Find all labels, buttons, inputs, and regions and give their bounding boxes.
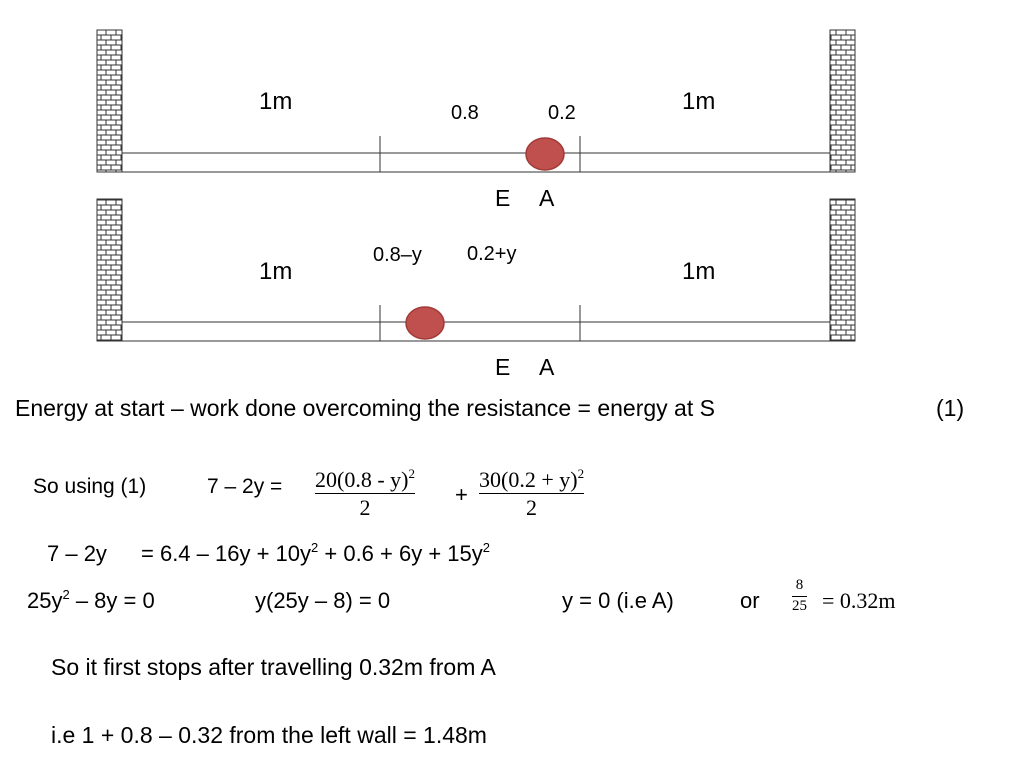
fraction-first-bar	[315, 493, 415, 495]
diagram-1	[96, 29, 856, 173]
quadratic-equation: 25y2 – 8y = 0	[27, 587, 155, 613]
expanded-lhs: 7 – 2y	[47, 541, 107, 566]
expanded-rhs-part-1: = 6.4 – 16y + 10y	[141, 541, 312, 566]
lhs-expression: 7 – 2y =	[207, 475, 283, 498]
fraction-second-denominator: 2	[526, 495, 538, 521]
fraction-second-term: 30(0.2 + y)2 2	[479, 466, 585, 521]
fraction-root: 8 25	[792, 577, 807, 615]
so-using-text: So using (1)	[33, 475, 147, 498]
fraction-root-bar	[792, 595, 807, 597]
diagram-2	[96, 198, 856, 342]
plus-sign: +	[455, 482, 468, 507]
quadratic-part-2: – 8y = 0	[69, 588, 155, 613]
right-length-label-1: 1m	[682, 88, 716, 115]
fraction-root-numerator: 8	[795, 577, 804, 593]
segment-right-label-2: 0.2+y	[467, 243, 517, 265]
energy-equation-text: Energy at start – work done overcoming t…	[15, 395, 715, 421]
point-a-label-1: A	[539, 185, 555, 211]
particle-1	[525, 137, 565, 171]
right-wall-2	[829, 198, 856, 342]
segment-left-label-2: 0.8–y	[373, 244, 422, 266]
left-length-label-2: 1m	[259, 258, 293, 285]
left-length-label-1: 1m	[259, 88, 293, 115]
equation-number-tag: (1)	[936, 395, 965, 421]
factorised-equation: y(25y – 8) = 0	[255, 588, 391, 613]
right-length-label-2: 1m	[682, 258, 716, 285]
or-word: or	[740, 588, 760, 613]
expanded-rhs-part-2: + 0.6 + 6y + 15y	[318, 541, 483, 566]
fraction-root-denominator: 25	[792, 597, 807, 614]
point-e-label-2: E	[495, 354, 511, 380]
conclusion-first-stop: So it first stops after travelling 0.32m…	[51, 654, 496, 680]
fraction-second-numerator: 30(0.2 + y)	[479, 467, 578, 492]
expanded-rhs: = 6.4 – 16y + 10y2 + 0.6 + 6y + 15y2	[141, 540, 491, 566]
root-zero: y = 0 (i.e A)	[562, 588, 674, 613]
particle-2	[405, 306, 445, 340]
fraction-first-numerator: 20(0.8 - y)	[315, 467, 409, 492]
conclusion-distance: i.e 1 + 0.8 – 0.32 from the left wall = …	[51, 722, 487, 748]
fraction-first-denominator: 2	[359, 495, 371, 521]
fraction-second-bar	[479, 493, 585, 495]
segment-right-label-1: 0.2	[548, 102, 576, 124]
point-e-label-1: E	[495, 185, 511, 211]
root-value: = 0.32m	[822, 588, 896, 613]
left-wall-2	[96, 198, 123, 342]
right-wall-1	[829, 29, 856, 173]
segment-left-label-1: 0.8	[451, 102, 479, 124]
point-a-label-2: A	[539, 354, 555, 380]
left-wall-1	[96, 29, 123, 173]
quadratic-part-1: 25y	[27, 588, 63, 613]
fraction-first-term: 20(0.8 - y)2 2	[315, 466, 415, 521]
